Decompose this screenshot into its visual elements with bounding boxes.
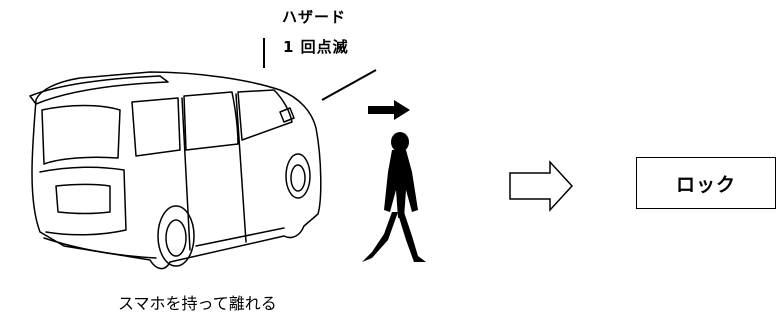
hollow-right-arrow-icon: [509, 160, 574, 212]
lock-result-label: ロック: [675, 173, 736, 196]
walking-person-icon: [362, 132, 426, 262]
flash-line-diagonal: [321, 69, 377, 101]
motion-arrow-icon: [368, 100, 410, 120]
walk-away-caption: スマホを持って離れる: [118, 294, 277, 313]
blink-count-label: 1 回点滅: [283, 38, 349, 56]
van-illustration: [29, 71, 322, 270]
hazard-label: ハザード: [282, 8, 347, 26]
lock-result-box: ロック: [636, 157, 776, 209]
